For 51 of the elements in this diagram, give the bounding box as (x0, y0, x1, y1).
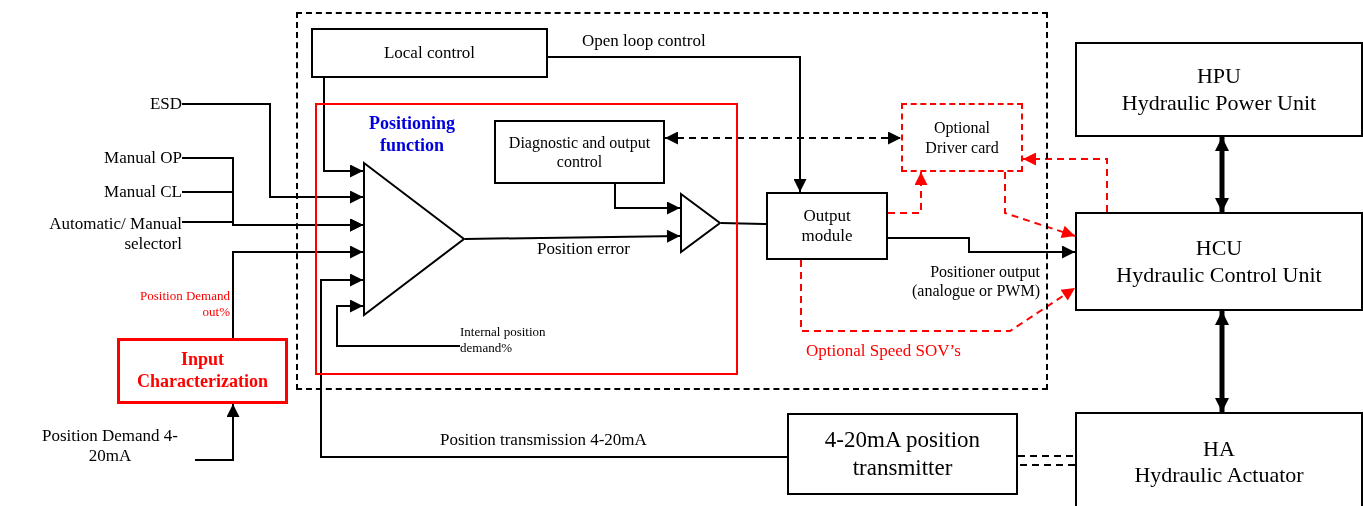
node-text: Local control (383, 42, 476, 64)
function-block (315, 103, 738, 375)
arrow (181, 103, 364, 204)
node-text: Manual CL (104, 181, 182, 203)
arrow (1004, 171, 1076, 239)
node-text: Hydraulic Control Unit (1116, 261, 1322, 288)
node-text: Diagnostic and output control (507, 132, 652, 172)
node-text: Manual OP (104, 147, 182, 169)
arrow (1215, 311, 1229, 412)
arrow (232, 245, 364, 339)
process-box (494, 120, 665, 184)
optional-box (901, 103, 1023, 172)
unit-abbreviation: HA (1203, 435, 1235, 462)
node-text: Optional Driver card (924, 118, 1000, 157)
connector-line (720, 222, 767, 225)
node-text: Output module (800, 205, 854, 247)
unit-abbreviation: HPU (1197, 63, 1241, 90)
arrow (800, 259, 1076, 332)
arrow (887, 237, 1076, 259)
unit-box (1075, 412, 1363, 506)
node-text: Hydraulic Actuator (1134, 462, 1304, 489)
arrow (464, 229, 681, 243)
arrow (336, 299, 461, 347)
node-text: Position Demand 4-20mA (41, 425, 179, 467)
arrow (1215, 137, 1229, 212)
node-text: Hydraulic Power Unit (1121, 89, 1317, 116)
arrow (181, 218, 364, 232)
arrow (887, 171, 928, 214)
unit-abbreviation: HCU (1195, 235, 1243, 262)
process-box (766, 192, 888, 260)
process-box (311, 28, 548, 78)
unit-box (1075, 42, 1363, 137)
node-text: Input Characterization (136, 349, 269, 393)
node-text: ESD (149, 93, 182, 115)
node-text: Internal position demand% (460, 324, 547, 356)
node-text: Automatic/ Manual selectorl (48, 213, 182, 255)
arrow (194, 403, 240, 461)
unit-box (1075, 212, 1363, 311)
amplifier-triangle (680, 193, 721, 253)
process-box (787, 413, 1018, 495)
arrow (1022, 152, 1108, 213)
arrow (547, 56, 807, 193)
amplifier-triangle (363, 162, 465, 316)
arrow (664, 131, 902, 145)
node-text: 4-20mA position transmitter (823, 426, 982, 482)
connector-line (1017, 455, 1076, 466)
arrow (320, 273, 788, 458)
process-box (117, 338, 288, 404)
arrow (323, 77, 364, 178)
arrow (614, 183, 681, 215)
block-heading: Positioning function (368, 113, 456, 157)
